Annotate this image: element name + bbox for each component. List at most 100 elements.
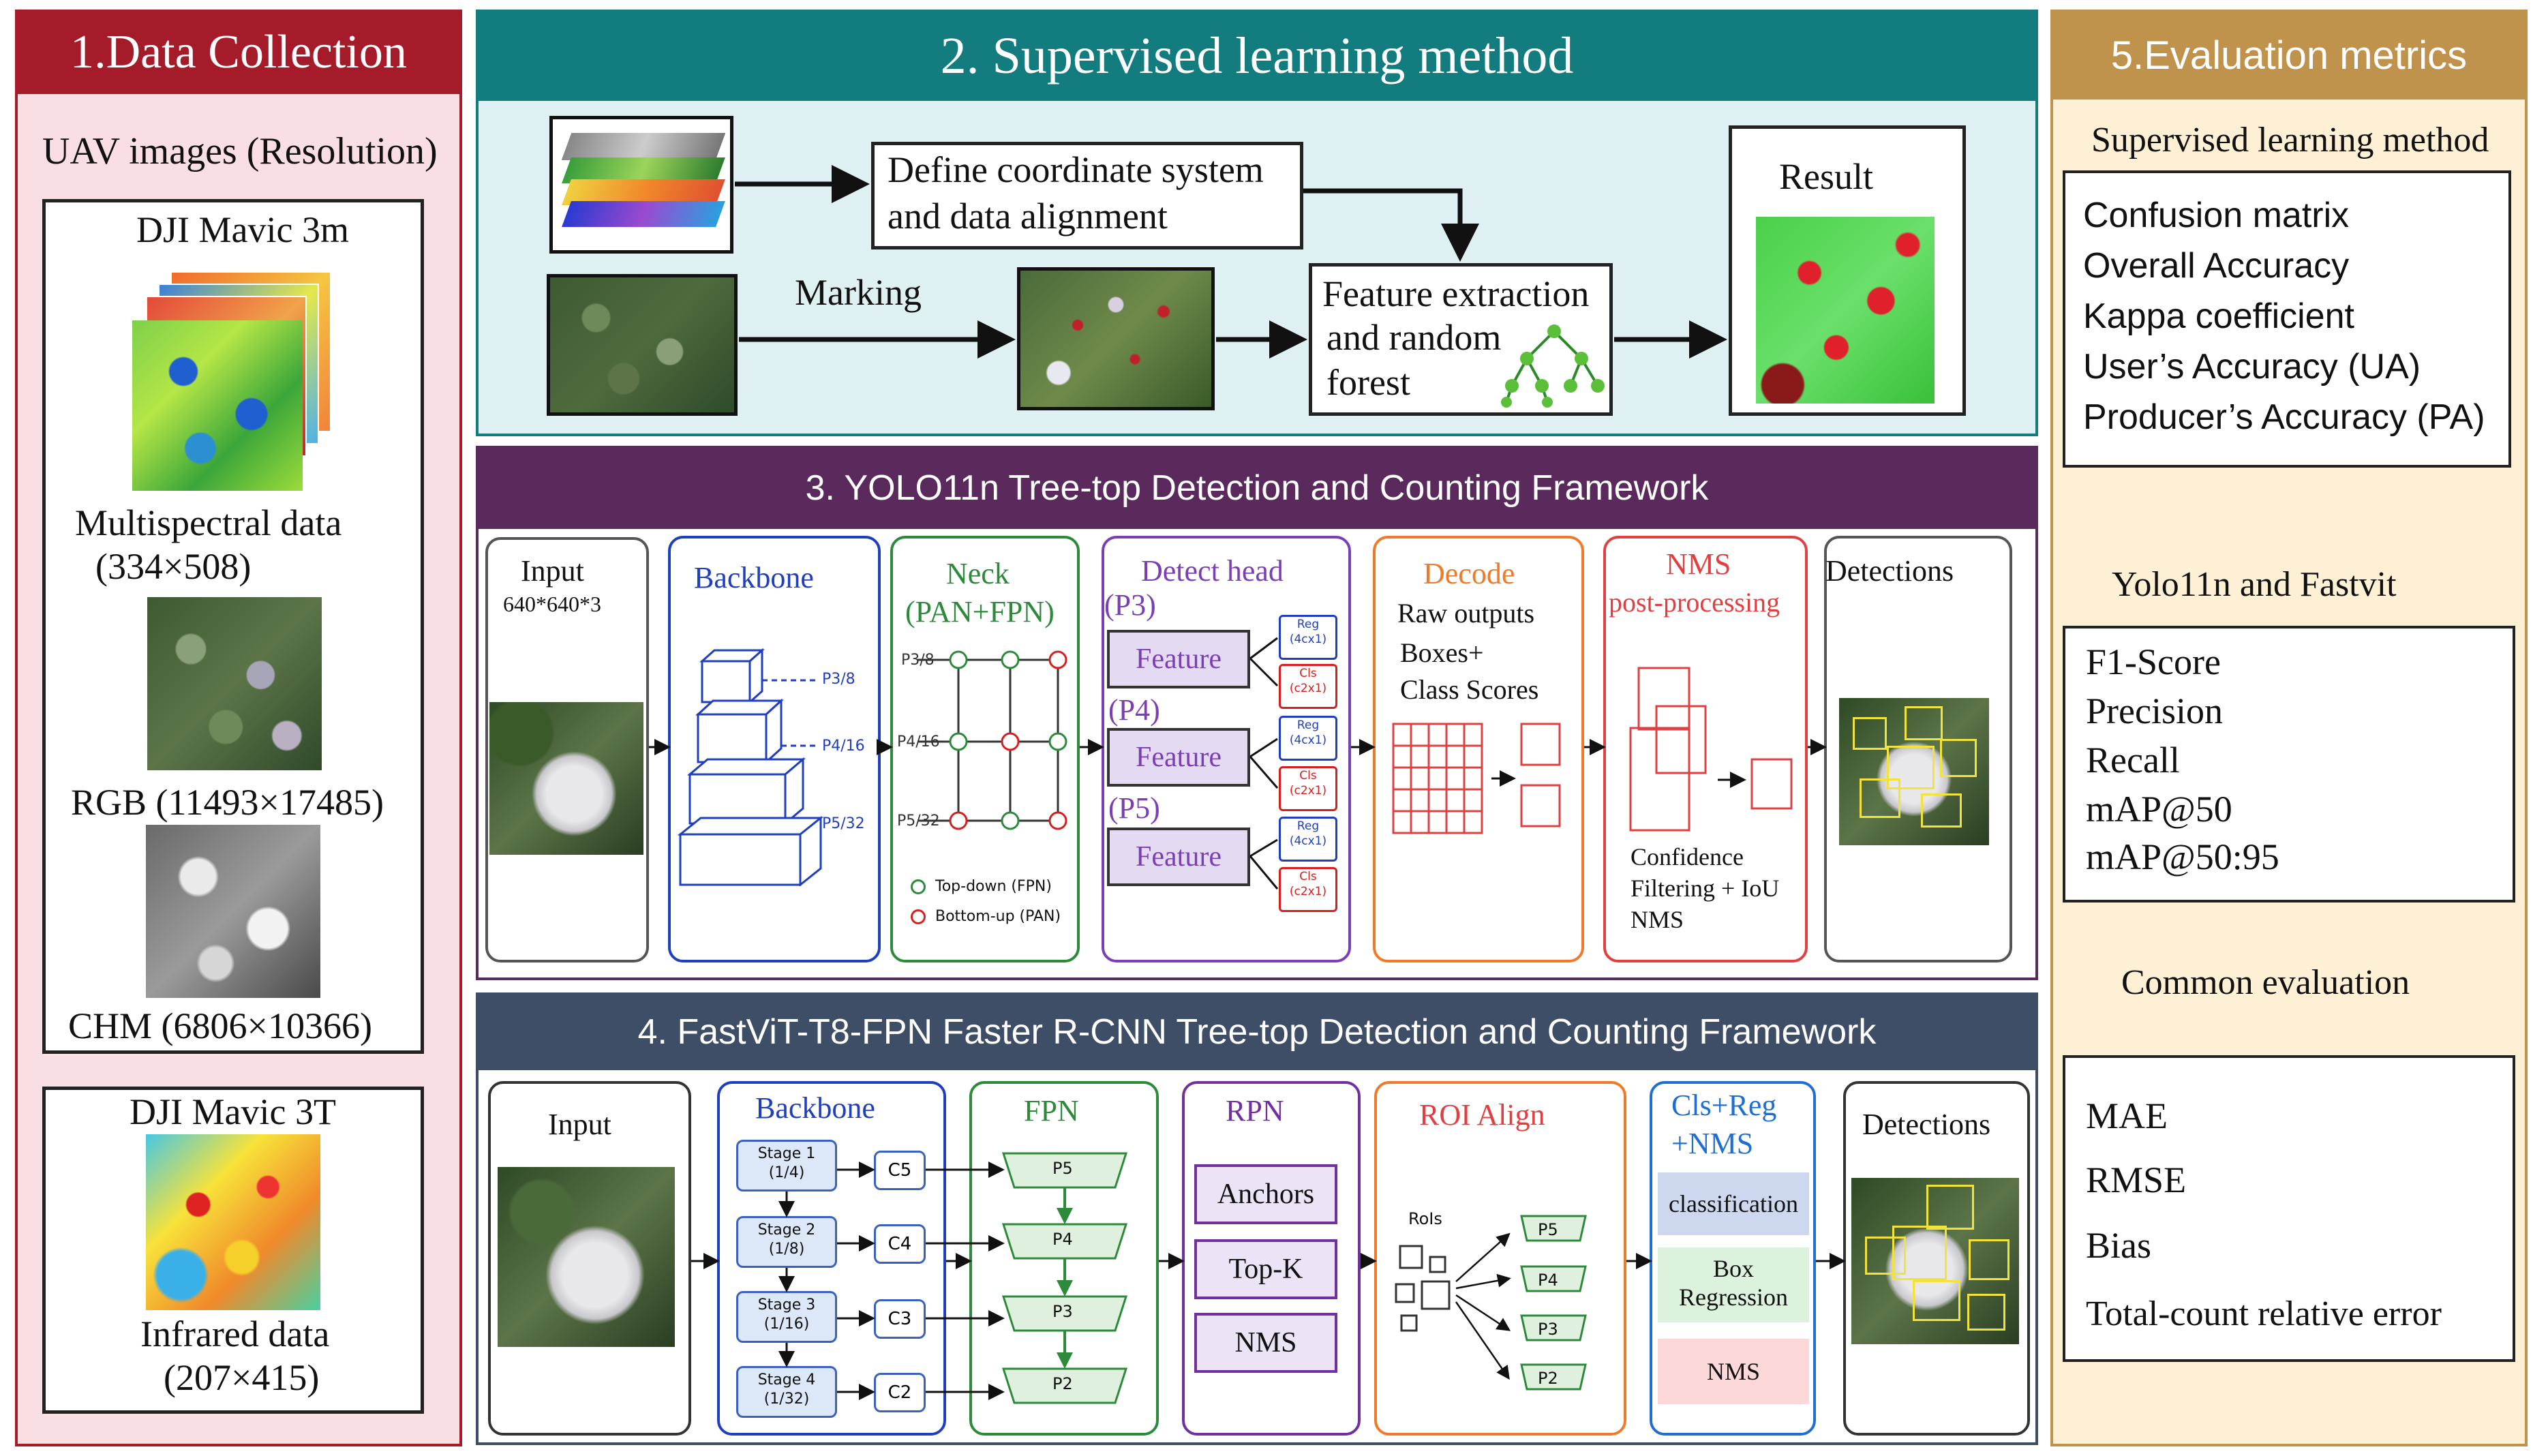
cls-p3: Cls(c2x1)	[1279, 664, 1337, 709]
stage-4-box: Stage 4(1/32)	[736, 1366, 837, 1418]
metric-confusion-matrix: Confusion matrix	[2083, 196, 2350, 235]
define-coordinate-box	[871, 142, 1303, 249]
random-forest-tree-icon	[1501, 324, 1605, 408]
feature-line-2: and random	[1326, 317, 1502, 358]
fastvit-detections-image	[1851, 1178, 2019, 1344]
yolo-detections-label: Detections	[1825, 554, 1954, 588]
define-line-1: Define coordinate system	[888, 149, 1264, 190]
infrared-label: Infrared data	[140, 1314, 330, 1354]
supervised-banner: 2. Supervised learning method	[477, 11, 2037, 101]
chm-label: CHM (6806×10366)	[68, 1005, 372, 1046]
marked-forest-image	[1017, 267, 1215, 410]
result-label: Result	[1779, 156, 1874, 197]
infrared-resolution: (207×415)	[164, 1357, 320, 1398]
class-scores-label: Class Scores	[1400, 674, 1539, 705]
raw-outputs-label: Raw outputs	[1397, 598, 1535, 628]
detect-p3: (P3)	[1104, 588, 1156, 622]
decode-label: Decode	[1423, 557, 1515, 590]
fpn-p4: P4	[1052, 1230, 1073, 1249]
neck-label: Neck	[946, 557, 1010, 590]
filtering-label: Filtering + IoU	[1630, 875, 1780, 902]
detect-head-label: Detect head	[1141, 554, 1284, 588]
nms-label: NMS	[1666, 547, 1731, 581]
result-image	[1756, 217, 1935, 404]
multispectral-resolution: (334×508)	[95, 546, 252, 587]
c4-box: C4	[874, 1224, 926, 1264]
supervised-metrics-heading: Supervised learning method	[2091, 121, 2489, 160]
detect-p4: (P4)	[1108, 693, 1160, 727]
fpn-label: FPN	[1024, 1094, 1079, 1127]
yolo-input-size: 640*640*3	[503, 592, 601, 616]
fpn-p2: P2	[1052, 1374, 1073, 1393]
stacked-layers-image	[549, 116, 733, 254]
feature-p3-box: Feature	[1107, 630, 1250, 688]
yolo-detections-image	[1839, 698, 1989, 845]
topk-box: Top-K	[1194, 1239, 1337, 1299]
anchors-box: Anchors	[1194, 1164, 1337, 1224]
yolo-metrics-heading: Yolo11n and Fastvit	[2112, 565, 2397, 604]
mavic-3m-title: DJI Mavic 3m	[136, 209, 349, 250]
fastvit-detections-label: Detections	[1862, 1108, 1991, 1141]
neck-p532: P5/32	[897, 813, 940, 830]
metric-kappa: Kappa coefficient	[2083, 297, 2354, 336]
roi-p5: P5	[1538, 1220, 1558, 1239]
topdown-legend: Top-down (FPN)	[935, 878, 1052, 895]
yolo-metrics-box	[2063, 626, 2515, 903]
fpn-p3: P3	[1052, 1302, 1073, 1321]
common-metrics-box	[2063, 1055, 2515, 1362]
clsreg-label: Cls+Reg	[1671, 1089, 1777, 1122]
cls-p4: Cls(c2x1)	[1279, 766, 1337, 811]
boxes-label: Boxes+	[1400, 637, 1484, 668]
reg-p3: Reg(4cx1)	[1279, 615, 1337, 660]
forest-image	[547, 274, 738, 416]
classification-box: classification	[1658, 1172, 1809, 1235]
metric-map5095: mAP@50:95	[2086, 836, 2279, 877]
rois-label: RoIs	[1408, 1209, 1442, 1228]
data-collection-banner: 1.Data Collection	[16, 11, 461, 94]
yolo-banner: 3. YOLO11n Tree-top Detection and Counti…	[477, 447, 2037, 529]
backbone-p532: P5/32	[822, 815, 865, 832]
metric-map50: mAP@50	[2086, 789, 2232, 830]
post-processing-label: post-processing	[1609, 587, 1780, 618]
metric-producers-accuracy: Producer’s Accuracy (PA)	[2083, 397, 2485, 437]
roi-p2: P2	[1538, 1369, 1558, 1388]
uav-images-label: UAV images (Resolution)	[42, 130, 438, 172]
metric-rmse: RMSE	[2086, 1159, 2187, 1200]
infrared-image	[146, 1134, 320, 1310]
feature-line-1: Feature extraction	[1322, 273, 1590, 314]
rpn-nms-box: NMS	[1194, 1313, 1337, 1373]
metric-recall: Recall	[2086, 740, 2180, 780]
multispectral-label: Multispectral data	[75, 502, 342, 543]
marking-label: Marking	[795, 272, 922, 313]
define-line-2: and data alignment	[888, 196, 1168, 237]
bottomup-legend: Bottom-up (PAN)	[935, 908, 1061, 925]
feature-p5-box: Feature	[1107, 828, 1250, 886]
stage-3-box: Stage 3(1/16)	[736, 1291, 837, 1343]
reg-p5: Reg(4cx1)	[1279, 817, 1337, 862]
metric-bias: Bias	[2086, 1225, 2152, 1266]
feature-p4-box: Feature	[1107, 728, 1250, 787]
cls-p5: Cls(c2x1)	[1279, 867, 1337, 912]
fastvit-backbone-label: Backbone	[755, 1091, 875, 1125]
rpn-label: RPN	[1226, 1094, 1284, 1127]
roi-p4: P4	[1538, 1271, 1558, 1290]
yolo-backbone-label: Backbone	[694, 561, 814, 594]
fastvit-input-label: Input	[548, 1108, 611, 1141]
topdown-legend-icon	[911, 879, 926, 894]
mavic-3t-title: DJI Mavic 3T	[130, 1091, 336, 1132]
c5-box: C5	[874, 1151, 926, 1190]
metric-precision: Precision	[2086, 691, 2223, 731]
nms-boxes-graphic	[1629, 667, 1793, 832]
yolo-input-image	[489, 702, 643, 855]
reg-p4: Reg(4cx1)	[1279, 716, 1337, 761]
metric-users-accuracy: User’s Accuracy (UA)	[2083, 347, 2421, 386]
neck-p416: P4/16	[897, 733, 940, 750]
supervised-metrics-box	[2063, 170, 2511, 468]
metric-total-count-error: Total-count relative error	[2086, 1294, 2442, 1333]
neck-graph	[917, 650, 1067, 830]
rgb-label: RGB (11493×17485)	[71, 782, 384, 823]
